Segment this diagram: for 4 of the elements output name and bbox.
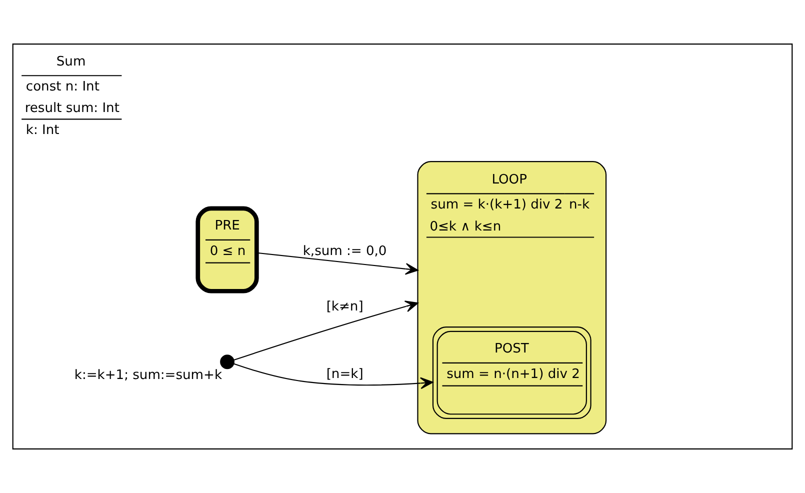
edge-label: [n=k] [326, 366, 364, 382]
node-label: k:=k+1; sum:=sum+k [74, 368, 222, 383]
edge-label: k,sum := 0,0 [302, 244, 387, 259]
edge-label: [k≠n] [326, 299, 364, 314]
